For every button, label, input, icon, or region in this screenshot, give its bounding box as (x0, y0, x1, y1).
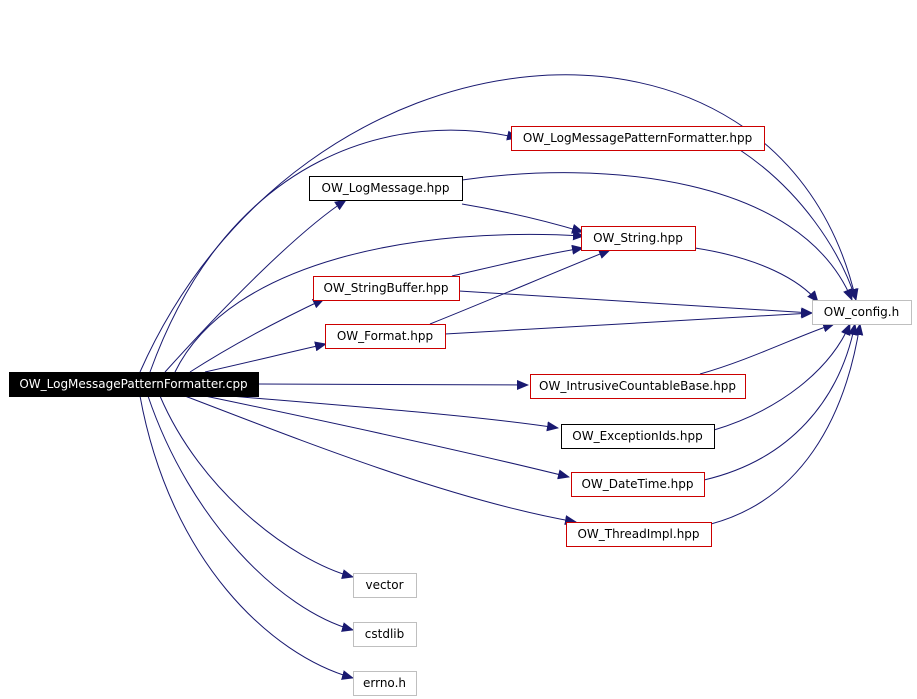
node-box-root (9, 372, 259, 397)
edge-logmsg-to-string (461, 203, 584, 234)
node-label-format: OW_Format.hpp (337, 329, 433, 343)
edge-root-to-format (204, 341, 327, 373)
node-format[interactable]: OW_Format.hpp (325, 324, 446, 349)
edge-format-to-string (429, 249, 611, 325)
node-label-strbuf: OW_StringBuffer.hpp (323, 281, 448, 295)
node-label-exids: OW_ExceptionIds.hpp (572, 429, 702, 443)
node-box-datetime (571, 472, 705, 497)
node-box-threadimpl (566, 522, 712, 547)
node-box-string (581, 226, 696, 251)
node-root[interactable]: OW_LogMessagePatternFormatter.cpp (9, 372, 259, 397)
edge-root-to-strbuf (189, 298, 325, 373)
node-cstdlib[interactable]: cstdlib (353, 622, 417, 647)
edge-logmsg-to-config (461, 172, 853, 301)
node-box-config (812, 300, 912, 325)
node-label-cstdlib: cstdlib (365, 627, 404, 641)
node-box-format (325, 324, 446, 349)
node-threadimpl[interactable]: OW_ThreadImpl.hpp (566, 522, 712, 547)
node-box-vector (353, 573, 417, 598)
edge-root-to-errno (139, 395, 354, 680)
node-strbuf[interactable]: OW_StringBuffer.hpp (313, 276, 460, 301)
edge-root-to-string (174, 230, 585, 373)
node-box-exids (561, 424, 715, 449)
node-intrusive[interactable]: OW_IntrusiveCountableBase.hpp (530, 374, 746, 399)
node-label-config: OW_config.h (824, 305, 899, 319)
node-label-errno: errno.h (363, 676, 406, 690)
edge-lmpf_hpp-to-config (739, 149, 858, 301)
node-string[interactable]: OW_String.hpp (581, 226, 696, 251)
node-box-intrusive (530, 374, 746, 399)
edge-threadimpl-to-config (710, 323, 864, 525)
edge-strbuf-to-string (451, 244, 584, 277)
edge-root-to-vector (159, 395, 354, 579)
node-datetime[interactable]: OW_DateTime.hpp (571, 472, 705, 497)
node-label-intrusive: OW_IntrusiveCountableBase.hpp (539, 379, 736, 393)
edge-root-to-lmpf_hpp (149, 129, 519, 373)
node-label-vector: vector (365, 578, 403, 592)
node-config[interactable]: OW_config.h (812, 300, 912, 325)
edge-root-to-logmsg (164, 199, 347, 373)
node-label-lmpf_hpp: OW_LogMessagePatternFormatter.hpp (523, 131, 752, 145)
edge-exids-to-config (713, 323, 851, 431)
edge-intrusive-to-config (699, 322, 835, 375)
node-box-errno (353, 671, 417, 696)
node-label-threadimpl: OW_ThreadImpl.hpp (577, 527, 699, 541)
edge-root-to-exids (229, 395, 559, 432)
edge-root-to-cstdlib (147, 395, 354, 632)
edge-string-to-config (694, 247, 819, 303)
edge-datetime-to-config (703, 323, 858, 481)
node-logmsg[interactable]: OW_LogMessage.hpp (309, 176, 463, 201)
edge-strbuf-to-config (458, 290, 813, 318)
node-label-logmsg: OW_LogMessage.hpp (322, 181, 450, 195)
node-exids[interactable]: OW_ExceptionIds.hpp (561, 424, 715, 449)
node-label-datetime: OW_DateTime.hpp (581, 477, 693, 491)
nodes-layer: OW_LogMessagePatternFormatter.cpp OW_LogM… (9, 126, 912, 696)
node-vector[interactable]: vector (353, 573, 417, 598)
node-label-string: OW_String.hpp (593, 231, 683, 245)
edge-root-to-config (139, 74, 859, 373)
node-box-cstdlib (353, 622, 417, 647)
node-label-root: OW_LogMessagePatternFormatter.cpp (19, 377, 247, 391)
edge-root-to-threadimpl (184, 395, 577, 526)
edge-root-to-intrusive (257, 379, 529, 390)
node-errno[interactable]: errno.h (353, 671, 417, 696)
edge-format-to-config (444, 308, 813, 335)
node-box-logmsg (309, 176, 463, 201)
edge-root-to-datetime (204, 395, 570, 480)
edges-layer (139, 74, 864, 680)
node-box-lmpf_hpp (511, 126, 765, 151)
node-box-strbuf (313, 276, 460, 301)
node-lmpf_hpp[interactable]: OW_LogMessagePatternFormatter.hpp (511, 126, 765, 151)
